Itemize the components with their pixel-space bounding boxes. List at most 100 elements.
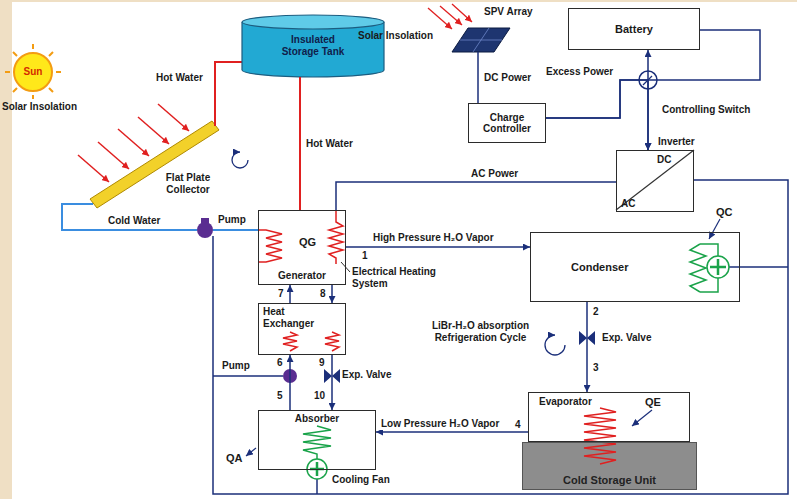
part-label: Electrical Heating System <box>352 266 462 289</box>
flow-connector <box>331 285 333 303</box>
condenser-coil <box>690 244 706 292</box>
fan-symbol <box>310 462 324 476</box>
callout-number: 7 <box>278 288 284 300</box>
insolation-arrow <box>78 155 109 182</box>
edge-label: Excess Power <box>545 66 614 78</box>
part-label: SPV Array <box>484 6 533 18</box>
flow-connector <box>546 50 648 118</box>
cold-storage-fill <box>522 442 697 490</box>
flow-connector <box>289 285 291 303</box>
node-label: Sun <box>24 66 43 78</box>
callout-number: 3 <box>593 362 599 374</box>
heat-label: QE <box>645 396 661 409</box>
flow-connector <box>546 80 648 150</box>
insolation-label: Solar Insolation <box>2 101 77 113</box>
part-label: Flat Plate Collector <box>158 172 218 195</box>
cycle-label: LiBr-H₂O absorption Refrigeration Cycle <box>418 320 543 343</box>
insolation-arrow <box>158 104 189 131</box>
sun-circle: Sun <box>13 52 53 92</box>
node-label: Absorber <box>295 413 339 425</box>
insolation-arrow <box>428 8 452 29</box>
hx-coil <box>283 332 297 351</box>
insolation-label: Solar Insolation <box>358 30 433 42</box>
edge-label: High Pressure H₂O Vapor <box>372 232 495 244</box>
flow-connector <box>331 355 333 410</box>
part-label: Pump <box>218 214 246 226</box>
pump-symbol <box>197 222 213 238</box>
part-label: Controlling Switch <box>662 104 750 116</box>
part-label: Exp. Valve <box>602 332 651 344</box>
heat-exchanger-box: Heat Exchanger <box>258 303 346 355</box>
controller-box: Charge Controller <box>468 103 546 143</box>
heat-label: QG <box>299 236 316 249</box>
callout-number: 5 <box>277 390 283 402</box>
power-wire <box>213 180 788 494</box>
node-label: Cold Storage Unit <box>563 474 656 487</box>
cold-water-pipe <box>213 229 258 231</box>
storage-tank <box>242 15 384 29</box>
inverter-divider <box>616 150 694 210</box>
node-label: Generator <box>278 270 326 282</box>
hx-coil <box>325 332 339 351</box>
dc-wire <box>477 52 479 103</box>
flow-connector <box>289 355 291 410</box>
cold-storage-box: Cold Storage Unit <box>522 442 697 490</box>
battery-box: Battery <box>568 8 700 50</box>
fan-symbol <box>307 459 327 479</box>
node-label: DC <box>657 154 671 166</box>
heat-label: QA <box>226 452 243 465</box>
flow-connector <box>648 30 760 150</box>
heating-coil <box>258 230 282 262</box>
part-label: Cooling Fan <box>332 474 390 486</box>
solar-collector <box>90 121 219 208</box>
wire-label: DC Power <box>484 72 531 84</box>
pv-panel <box>452 28 510 52</box>
storage-tank-box: Insulated Storage Tank <box>242 14 384 77</box>
flow-connector <box>336 182 616 210</box>
fan-symbol <box>707 256 729 278</box>
insolation-arrow <box>440 6 462 25</box>
heat-label: QC <box>716 206 733 219</box>
flow-connector <box>586 302 588 392</box>
inverter-box: DC AC <box>616 150 694 212</box>
pv-panel <box>460 28 502 52</box>
cycle-arrow <box>545 335 565 355</box>
power-wire <box>729 266 788 268</box>
pump-symbol <box>201 218 209 223</box>
heat-arrow <box>709 219 720 239</box>
insolation-arrow <box>138 117 169 144</box>
part-label: Exp. Valve <box>342 369 391 381</box>
flow-connector <box>376 431 528 433</box>
cold-water-pipe <box>62 204 197 230</box>
evaporator-coil <box>584 408 616 464</box>
node-label: AC <box>621 198 635 210</box>
edge-label: AC Power <box>470 168 519 180</box>
power-wire <box>316 479 318 494</box>
callout-number: 2 <box>593 306 599 318</box>
part-label: Inverter <box>658 136 695 148</box>
part-label: Pump <box>222 360 250 372</box>
sun-rays <box>5 44 61 99</box>
insolation-arrow <box>452 4 472 22</box>
callout-number: 8 <box>320 288 326 300</box>
flow-connector <box>346 246 530 248</box>
callout-number: 4 <box>515 419 521 431</box>
node-label: Heat Exchanger <box>263 306 323 329</box>
callout-number: 1 <box>362 250 368 262</box>
insolation-arrow <box>98 142 129 169</box>
cycle-arrow <box>232 152 248 168</box>
node-label: Charge Controller <box>475 112 539 135</box>
pipe-label: Hot Water <box>156 72 203 84</box>
node-label: Battery <box>615 23 653 36</box>
edge-label: Hot Water <box>305 138 354 150</box>
pipe-label: Cold Water <box>108 215 160 227</box>
heat-arrow <box>246 448 256 456</box>
node-label: Condenser <box>571 261 628 274</box>
heating-coil <box>329 211 343 264</box>
absorber-coil <box>303 426 331 459</box>
callout-number: 10 <box>314 390 325 402</box>
heat-arrow <box>632 410 652 426</box>
edge-label: Low Pressure H₂O Vapor <box>380 418 500 430</box>
hot-water-pipe <box>215 62 242 126</box>
node-label: Evaporator <box>539 396 592 408</box>
